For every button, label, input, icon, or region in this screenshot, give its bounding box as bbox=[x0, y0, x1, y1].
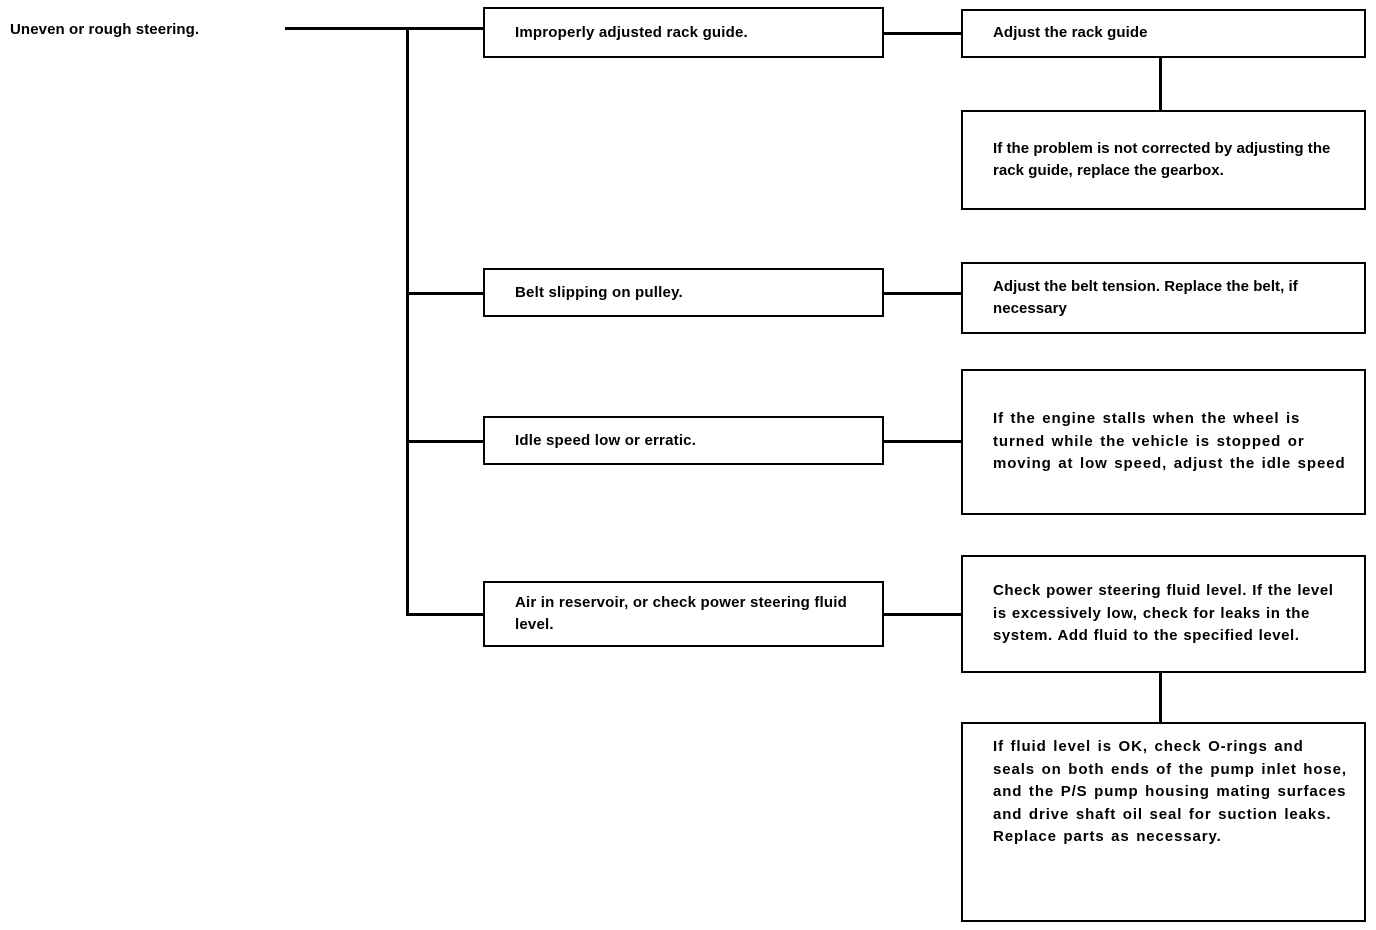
connector-cause-1-to-action bbox=[884, 32, 963, 35]
cause-box-2-text: Belt slipping on pulley. bbox=[515, 283, 683, 301]
cause-box-3[interactable]: Idle speed low or erratic. bbox=[483, 416, 884, 465]
connector-cause-2-to-action bbox=[884, 292, 963, 295]
connector-root-horizontal bbox=[285, 27, 411, 30]
cause-box-4[interactable]: Air in reservoir, or check power steerin… bbox=[483, 581, 884, 647]
connector-trunk-vertical bbox=[406, 27, 409, 616]
connector-branch-3 bbox=[406, 440, 485, 443]
cause-box-1-text: Improperly adjusted rack guide. bbox=[515, 23, 748, 41]
cause-box-1[interactable]: Improperly adjusted rack guide. bbox=[483, 7, 884, 58]
action-box-1a-text: Adjust the rack guide bbox=[993, 24, 1148, 42]
action-box-3a-text: If the engine stalls when the wheel is t… bbox=[993, 410, 1346, 473]
action-box-4a[interactable]: Check power steering fluid level. If the… bbox=[961, 555, 1366, 673]
connector-branch-1 bbox=[406, 27, 485, 30]
connector-cause-3-to-action bbox=[884, 440, 963, 443]
connector-cause-4-to-action bbox=[884, 613, 963, 616]
root-symptom-label: Uneven or rough steering. bbox=[10, 21, 200, 38]
action-box-3a[interactable]: If the engine stalls when the wheel is t… bbox=[961, 369, 1366, 515]
action-box-1b-text: If the problem is not corrected by adjus… bbox=[993, 139, 1331, 180]
action-box-4b[interactable]: If fluid level is OK, check O-rings and … bbox=[961, 722, 1366, 922]
action-box-1a[interactable]: Adjust the rack guide bbox=[961, 9, 1366, 58]
cause-box-2[interactable]: Belt slipping on pulley. bbox=[483, 268, 884, 317]
action-box-1b[interactable]: If the problem is not corrected by adjus… bbox=[961, 110, 1366, 210]
action-box-2a[interactable]: Adjust the belt tension. Replace the bel… bbox=[961, 262, 1366, 334]
connector-action-4a-to-4b bbox=[1159, 672, 1162, 724]
action-box-2a-text: Adjust the belt tension. Replace the bel… bbox=[993, 277, 1298, 318]
connector-branch-2 bbox=[406, 292, 485, 295]
action-box-4a-text: Check power steering fluid level. If the… bbox=[993, 582, 1334, 645]
connector-action-1a-to-1b bbox=[1159, 57, 1162, 112]
connector-branch-4 bbox=[406, 613, 485, 616]
cause-box-4-text: Air in reservoir, or check power steerin… bbox=[515, 594, 848, 633]
action-box-4b-text: If fluid level is OK, check O-rings and … bbox=[993, 738, 1347, 845]
cause-box-3-text: Idle speed low or erratic. bbox=[515, 431, 697, 449]
